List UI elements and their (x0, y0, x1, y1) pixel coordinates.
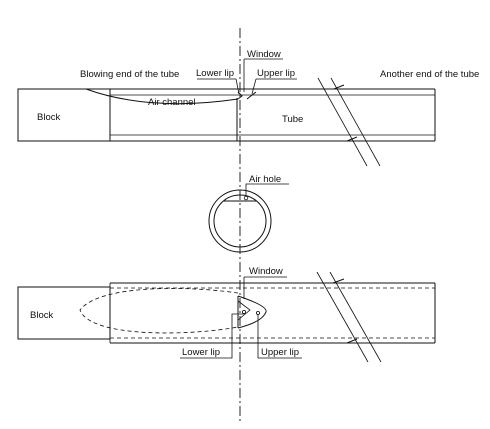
window-inner-shape (237, 300, 251, 321)
upper-lip-shape-top (246, 91, 257, 100)
block-bottom-label: Block (30, 310, 53, 321)
lower-lip-bottom-label: Lower lip (182, 347, 220, 358)
air-hole-label: Air hole (249, 174, 281, 185)
air-hole-marker (243, 195, 249, 201)
another-end-label: Another end of the tube (380, 69, 479, 80)
air-hole-leader (245, 183, 289, 196)
top-side-view: Block Air channel Tube Window Blowing en… (17, 49, 479, 167)
window-bottom-label: Window (249, 266, 283, 277)
break-line-1-top (317, 77, 368, 167)
break-ticks-top (333, 84, 358, 142)
upper-lip-bottom-leader (257, 315, 302, 359)
upper-lip-bottom-label: Upper lip (261, 347, 299, 358)
air-channel-curve (85, 88, 239, 105)
air-channel-label: Air channel (148, 97, 196, 108)
lower-lip-marker (241, 309, 246, 314)
upper-lip-curve-bottom (237, 295, 267, 329)
lower-lip-top-leader (197, 78, 240, 95)
inner-circle (213, 194, 267, 248)
bottom-top-view: Block Window Lower lip Upper lip (17, 266, 436, 363)
block-top-label: Block (37, 112, 60, 123)
outer-circle (208, 189, 272, 253)
tube-label: Tube (282, 114, 303, 125)
middle-cross-section: Air hole (208, 174, 289, 253)
break-line-2-bottom (329, 271, 382, 363)
break-line-2-top (330, 77, 381, 167)
blowing-end-label: Blowing end of the tube (80, 69, 179, 80)
lower-lip-shape-top (237, 91, 243, 100)
lower-lip-top-label: Lower lip (196, 68, 234, 79)
window-bottom-leader (243, 276, 287, 299)
upper-lip-top-leader (251, 78, 297, 95)
break-line-1-bottom (316, 271, 369, 363)
air-channel-ellipse-dashed (79, 288, 239, 334)
lower-lip-bottom-leader (180, 313, 244, 359)
break-ticks-bottom (332, 278, 358, 344)
upper-lip-top-label: Upper lip (257, 68, 295, 79)
block-top-shape (17, 88, 111, 142)
upper-lip-marker (255, 310, 260, 315)
window-top-label: Window (247, 49, 281, 60)
